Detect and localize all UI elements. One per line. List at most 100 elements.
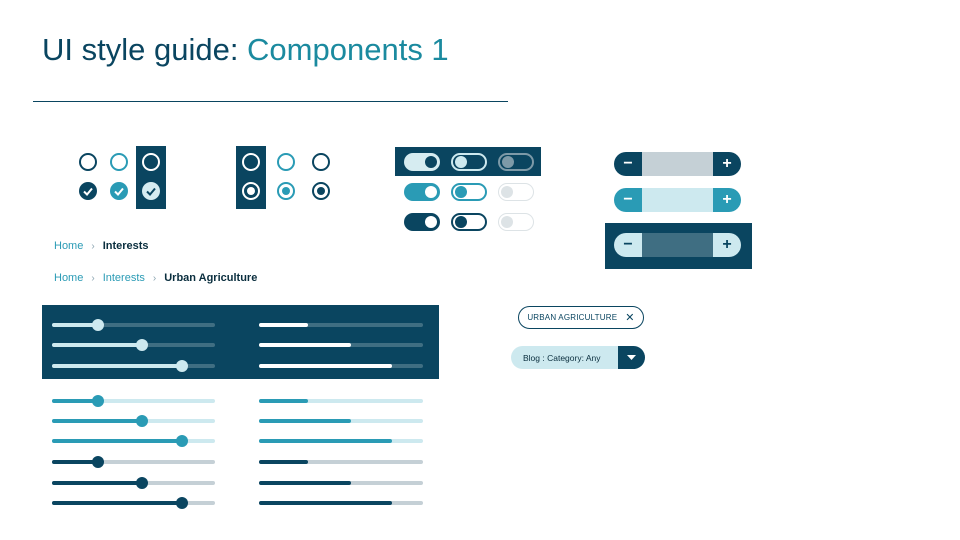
- page-title-suffix: Components 1: [247, 32, 449, 67]
- slider-fill: [52, 343, 142, 347]
- slider-thumb[interactable]: [135, 415, 148, 427]
- category-dropdown[interactable]: Blog : Category: Any: [511, 346, 645, 369]
- toggle-on-hover[interactable]: [404, 183, 440, 201]
- checkbox-unchecked-hover[interactable]: [110, 153, 128, 171]
- slider-thumb[interactable]: [91, 456, 104, 468]
- slider-focus[interactable]: [52, 319, 215, 331]
- slider-fill: [52, 399, 98, 403]
- toggle-knob: [425, 186, 437, 198]
- toggle-disabled-default[interactable]: [498, 213, 534, 231]
- checkbox-unchecked-default[interactable]: [79, 153, 97, 171]
- slider-focus[interactable]: [52, 339, 215, 351]
- radio-selected-focus[interactable]: [242, 182, 260, 200]
- chevron-right-icon: ›: [152, 273, 157, 284]
- slider-default[interactable]: [52, 497, 215, 509]
- slider-fill: [52, 419, 142, 423]
- radio-unselected-default[interactable]: [312, 153, 330, 171]
- progress-fill: [259, 323, 309, 327]
- stepper-default: − +: [614, 152, 741, 176]
- progress-fill: [259, 439, 392, 443]
- slider-thumb[interactable]: [91, 395, 104, 407]
- slider-fill: [52, 460, 98, 464]
- toggle-disabled-focus[interactable]: [498, 153, 534, 171]
- slider-thumb[interactable]: [135, 339, 148, 351]
- breadcrumb-link-home[interactable]: Home: [54, 272, 84, 284]
- toggle-knob: [501, 215, 513, 228]
- slider-focus[interactable]: [52, 360, 215, 372]
- progress-bar-default: [259, 460, 423, 464]
- toggle-off-focus[interactable]: [451, 153, 487, 171]
- category-dropdown-label: Blog : Category: Any: [523, 352, 601, 363]
- progress-bar-focus: [259, 343, 423, 347]
- toggle-on-default[interactable]: [404, 213, 440, 231]
- progress-bar-focus: [259, 323, 423, 327]
- stepper-plus-button[interactable]: +: [713, 152, 741, 176]
- title-divider: [33, 101, 508, 102]
- toggle-knob: [455, 186, 467, 198]
- breadcrumb: Home › Interests: [54, 240, 149, 252]
- radio-dot: [247, 187, 255, 195]
- stepper-hover: − +: [614, 188, 741, 212]
- slider-thumb[interactable]: [135, 477, 148, 489]
- stepper-plus-button[interactable]: +: [713, 188, 741, 212]
- progress-bar-default: [259, 481, 423, 485]
- radio-dot: [317, 187, 325, 195]
- stepper-plus-button[interactable]: +: [713, 233, 741, 257]
- radio-selected-default[interactable]: [312, 182, 330, 200]
- breadcrumb-link-interests[interactable]: Interests: [102, 272, 145, 284]
- checkbox-checked-hover[interactable]: [110, 182, 128, 200]
- chevron-right-icon: ›: [91, 273, 95, 284]
- stepper-value[interactable]: [642, 152, 713, 176]
- stepper-minus-button[interactable]: −: [614, 233, 642, 257]
- toggle-knob: [425, 156, 437, 168]
- toggle-knob: [425, 216, 437, 228]
- slider-thumb[interactable]: [91, 319, 104, 331]
- chevron-down-icon[interactable]: [618, 346, 645, 369]
- radio-unselected-hover[interactable]: [277, 153, 295, 171]
- progress-fill: [259, 364, 392, 368]
- slider-fill: [52, 323, 98, 327]
- radio-dot: [282, 187, 290, 195]
- breadcrumb-current: Urban Agriculture: [164, 272, 258, 284]
- toggle-off-default[interactable]: [451, 213, 487, 231]
- close-icon[interactable]: ✕: [625, 312, 635, 324]
- stepper-minus-button[interactable]: −: [614, 152, 642, 176]
- stepper-value[interactable]: [642, 188, 713, 212]
- progress-fill: [259, 419, 351, 423]
- toggle-off-hover[interactable]: [451, 183, 487, 201]
- slider-thumb[interactable]: [176, 435, 189, 447]
- page-title: UI style guide: Components 1: [42, 32, 449, 68]
- checkbox-checked-default[interactable]: [79, 182, 97, 200]
- slider-thumb[interactable]: [176, 497, 189, 509]
- toggle-disabled-hover[interactable]: [498, 183, 534, 201]
- radio-selected-hover[interactable]: [277, 182, 295, 200]
- slider-fill: [52, 439, 183, 443]
- slider-default[interactable]: [52, 456, 215, 468]
- slider-hover[interactable]: [52, 435, 215, 447]
- stepper-value[interactable]: [642, 233, 713, 257]
- stepper-minus-button[interactable]: −: [614, 188, 642, 212]
- checkbox-checked-focus[interactable]: [142, 182, 160, 200]
- breadcrumb: Home › Interests › Urban Agriculture: [54, 272, 257, 284]
- progress-fill: [259, 501, 392, 505]
- progress-bar-hover: [259, 439, 423, 443]
- slider-thumb[interactable]: [176, 360, 189, 372]
- progress-fill: [259, 481, 351, 485]
- progress-fill: [259, 460, 309, 464]
- chevron-right-icon: ›: [91, 241, 95, 252]
- breadcrumb-link-home[interactable]: Home: [54, 240, 84, 252]
- slider-fill: [52, 481, 142, 485]
- progress-bar-focus: [259, 364, 423, 368]
- slider-hover[interactable]: [52, 415, 215, 427]
- progress-bar-hover: [259, 419, 423, 423]
- toggle-on-focus[interactable]: [404, 153, 440, 171]
- breadcrumb-current: Interests: [102, 240, 149, 252]
- slider-hover[interactable]: [52, 395, 215, 407]
- slider-default[interactable]: [52, 477, 215, 489]
- checkbox-unchecked-focus[interactable]: [142, 153, 160, 171]
- checkmark-icon: [83, 187, 93, 196]
- filter-chip[interactable]: URBAN AGRICULTURE✕: [518, 306, 644, 329]
- toggle-knob: [501, 185, 513, 198]
- page-title-prefix: UI style guide:: [42, 32, 248, 67]
- radio-unselected-focus[interactable]: [242, 153, 260, 171]
